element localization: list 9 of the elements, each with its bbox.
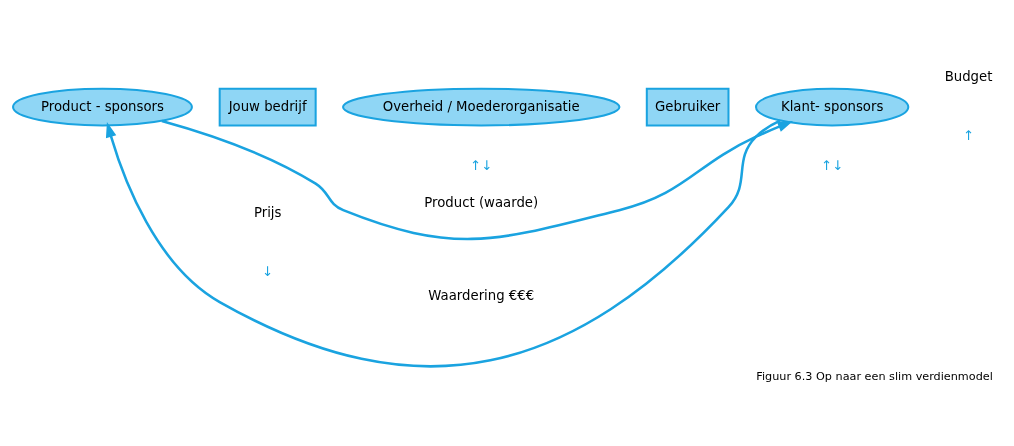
edge-label: Product (waarde)	[424, 194, 539, 210]
label: ↑↓	[821, 157, 844, 173]
label: Prijs	[253, 204, 282, 220]
label: ↓	[262, 263, 274, 279]
label: Budget	[944, 68, 993, 84]
edge-label: Waardering €€€	[428, 288, 535, 304]
label: ↑↓	[470, 157, 493, 173]
caption: Figuur 6.3 Op naar een slim verdienmodel	[756, 369, 993, 383]
label: ↑	[962, 128, 975, 144]
